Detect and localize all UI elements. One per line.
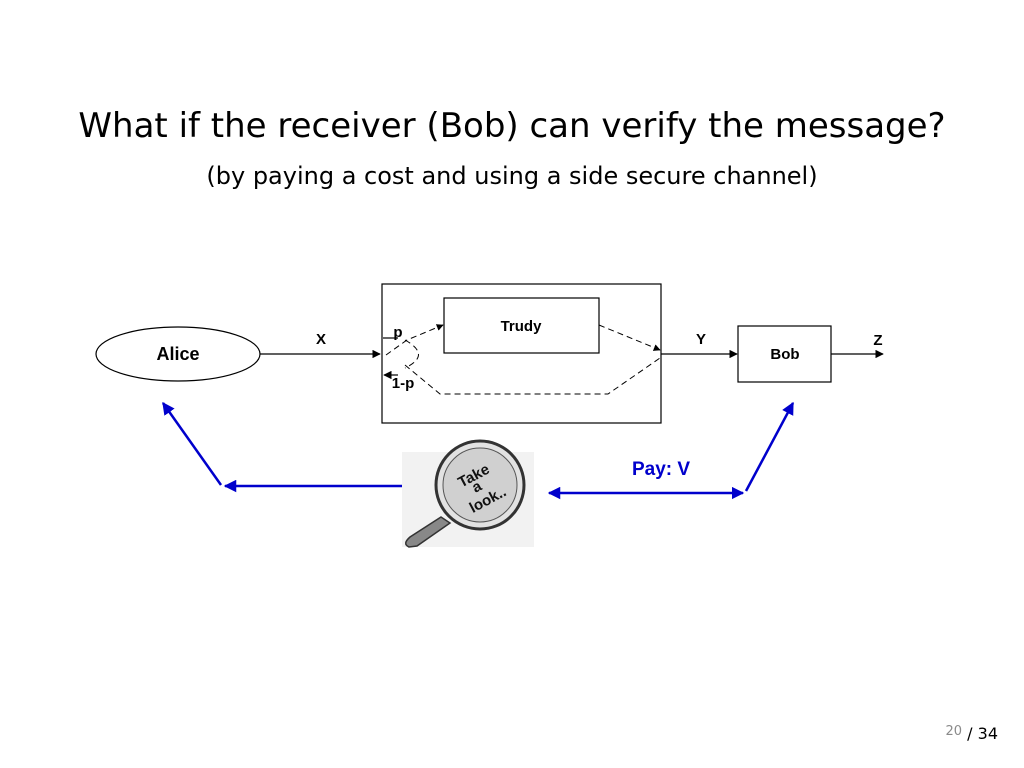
path-from-trudy bbox=[598, 324, 661, 351]
slide-title: What if the receiver (Bob) can verify th… bbox=[78, 106, 946, 146]
path-to-trudy bbox=[385, 324, 444, 356]
trudy-node: Trudy bbox=[443, 297, 600, 354]
page-total: / 34 bbox=[967, 724, 998, 743]
pay-label: Pay: V bbox=[632, 459, 690, 480]
label-y: Y bbox=[696, 331, 706, 348]
trudy-label: Trudy bbox=[501, 318, 542, 335]
label-p: p bbox=[393, 324, 402, 341]
label-x: X bbox=[316, 331, 326, 348]
path-split-loop bbox=[404, 339, 419, 369]
magnifying-glass-icon: Take a look.. bbox=[402, 439, 534, 548]
side-channel-alice-diagonal bbox=[161, 401, 223, 486]
label-one-minus-p: 1-p bbox=[392, 375, 415, 392]
path-bypass bbox=[404, 357, 661, 395]
label-z: Z bbox=[873, 332, 882, 349]
side-channel bbox=[161, 401, 795, 500]
side-channel-bob-diagonal bbox=[744, 401, 795, 492]
bob-node: Bob bbox=[737, 325, 832, 383]
alice-node: Alice bbox=[95, 326, 261, 382]
bob-label: Bob bbox=[770, 346, 799, 363]
page-current: 20 bbox=[945, 724, 963, 739]
alice-label: Alice bbox=[156, 344, 199, 364]
slide-subtitle: (by paying a cost and using a side secur… bbox=[206, 162, 818, 190]
channel-paths bbox=[385, 324, 661, 395]
page-number: 20 / 34 bbox=[946, 724, 998, 743]
